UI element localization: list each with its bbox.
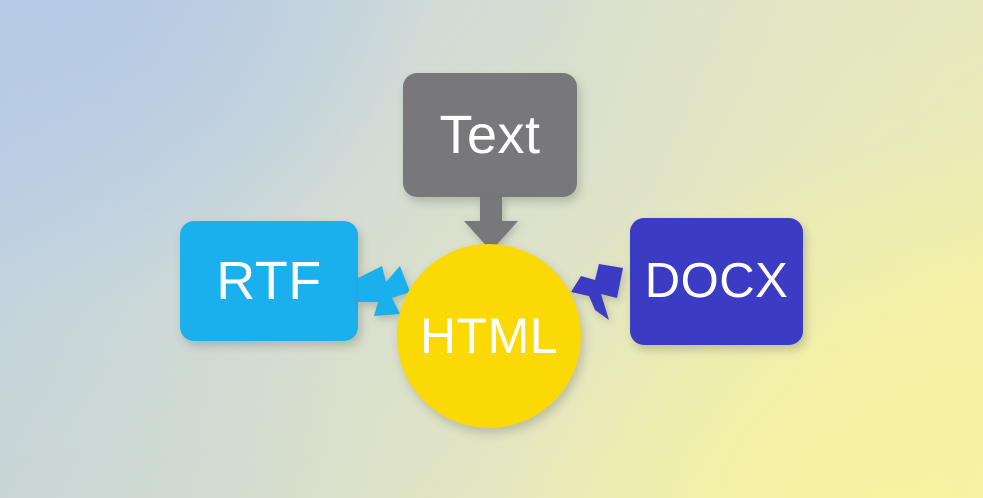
node-docx[interactable]: DOCX xyxy=(630,218,803,345)
arrow-down-icon xyxy=(464,197,518,251)
node-rtf-label: RTF xyxy=(216,251,322,311)
node-html-label: HTML xyxy=(419,308,559,364)
arrow-left-icon xyxy=(571,264,623,320)
node-rtf[interactable]: RTF xyxy=(180,221,358,341)
node-docx-label: DOCX xyxy=(644,254,789,308)
node-html[interactable]: HTML xyxy=(397,244,581,428)
node-text-label: Text xyxy=(439,105,541,165)
node-text[interactable]: Text xyxy=(403,73,577,197)
arrow-right-icon xyxy=(358,266,410,316)
